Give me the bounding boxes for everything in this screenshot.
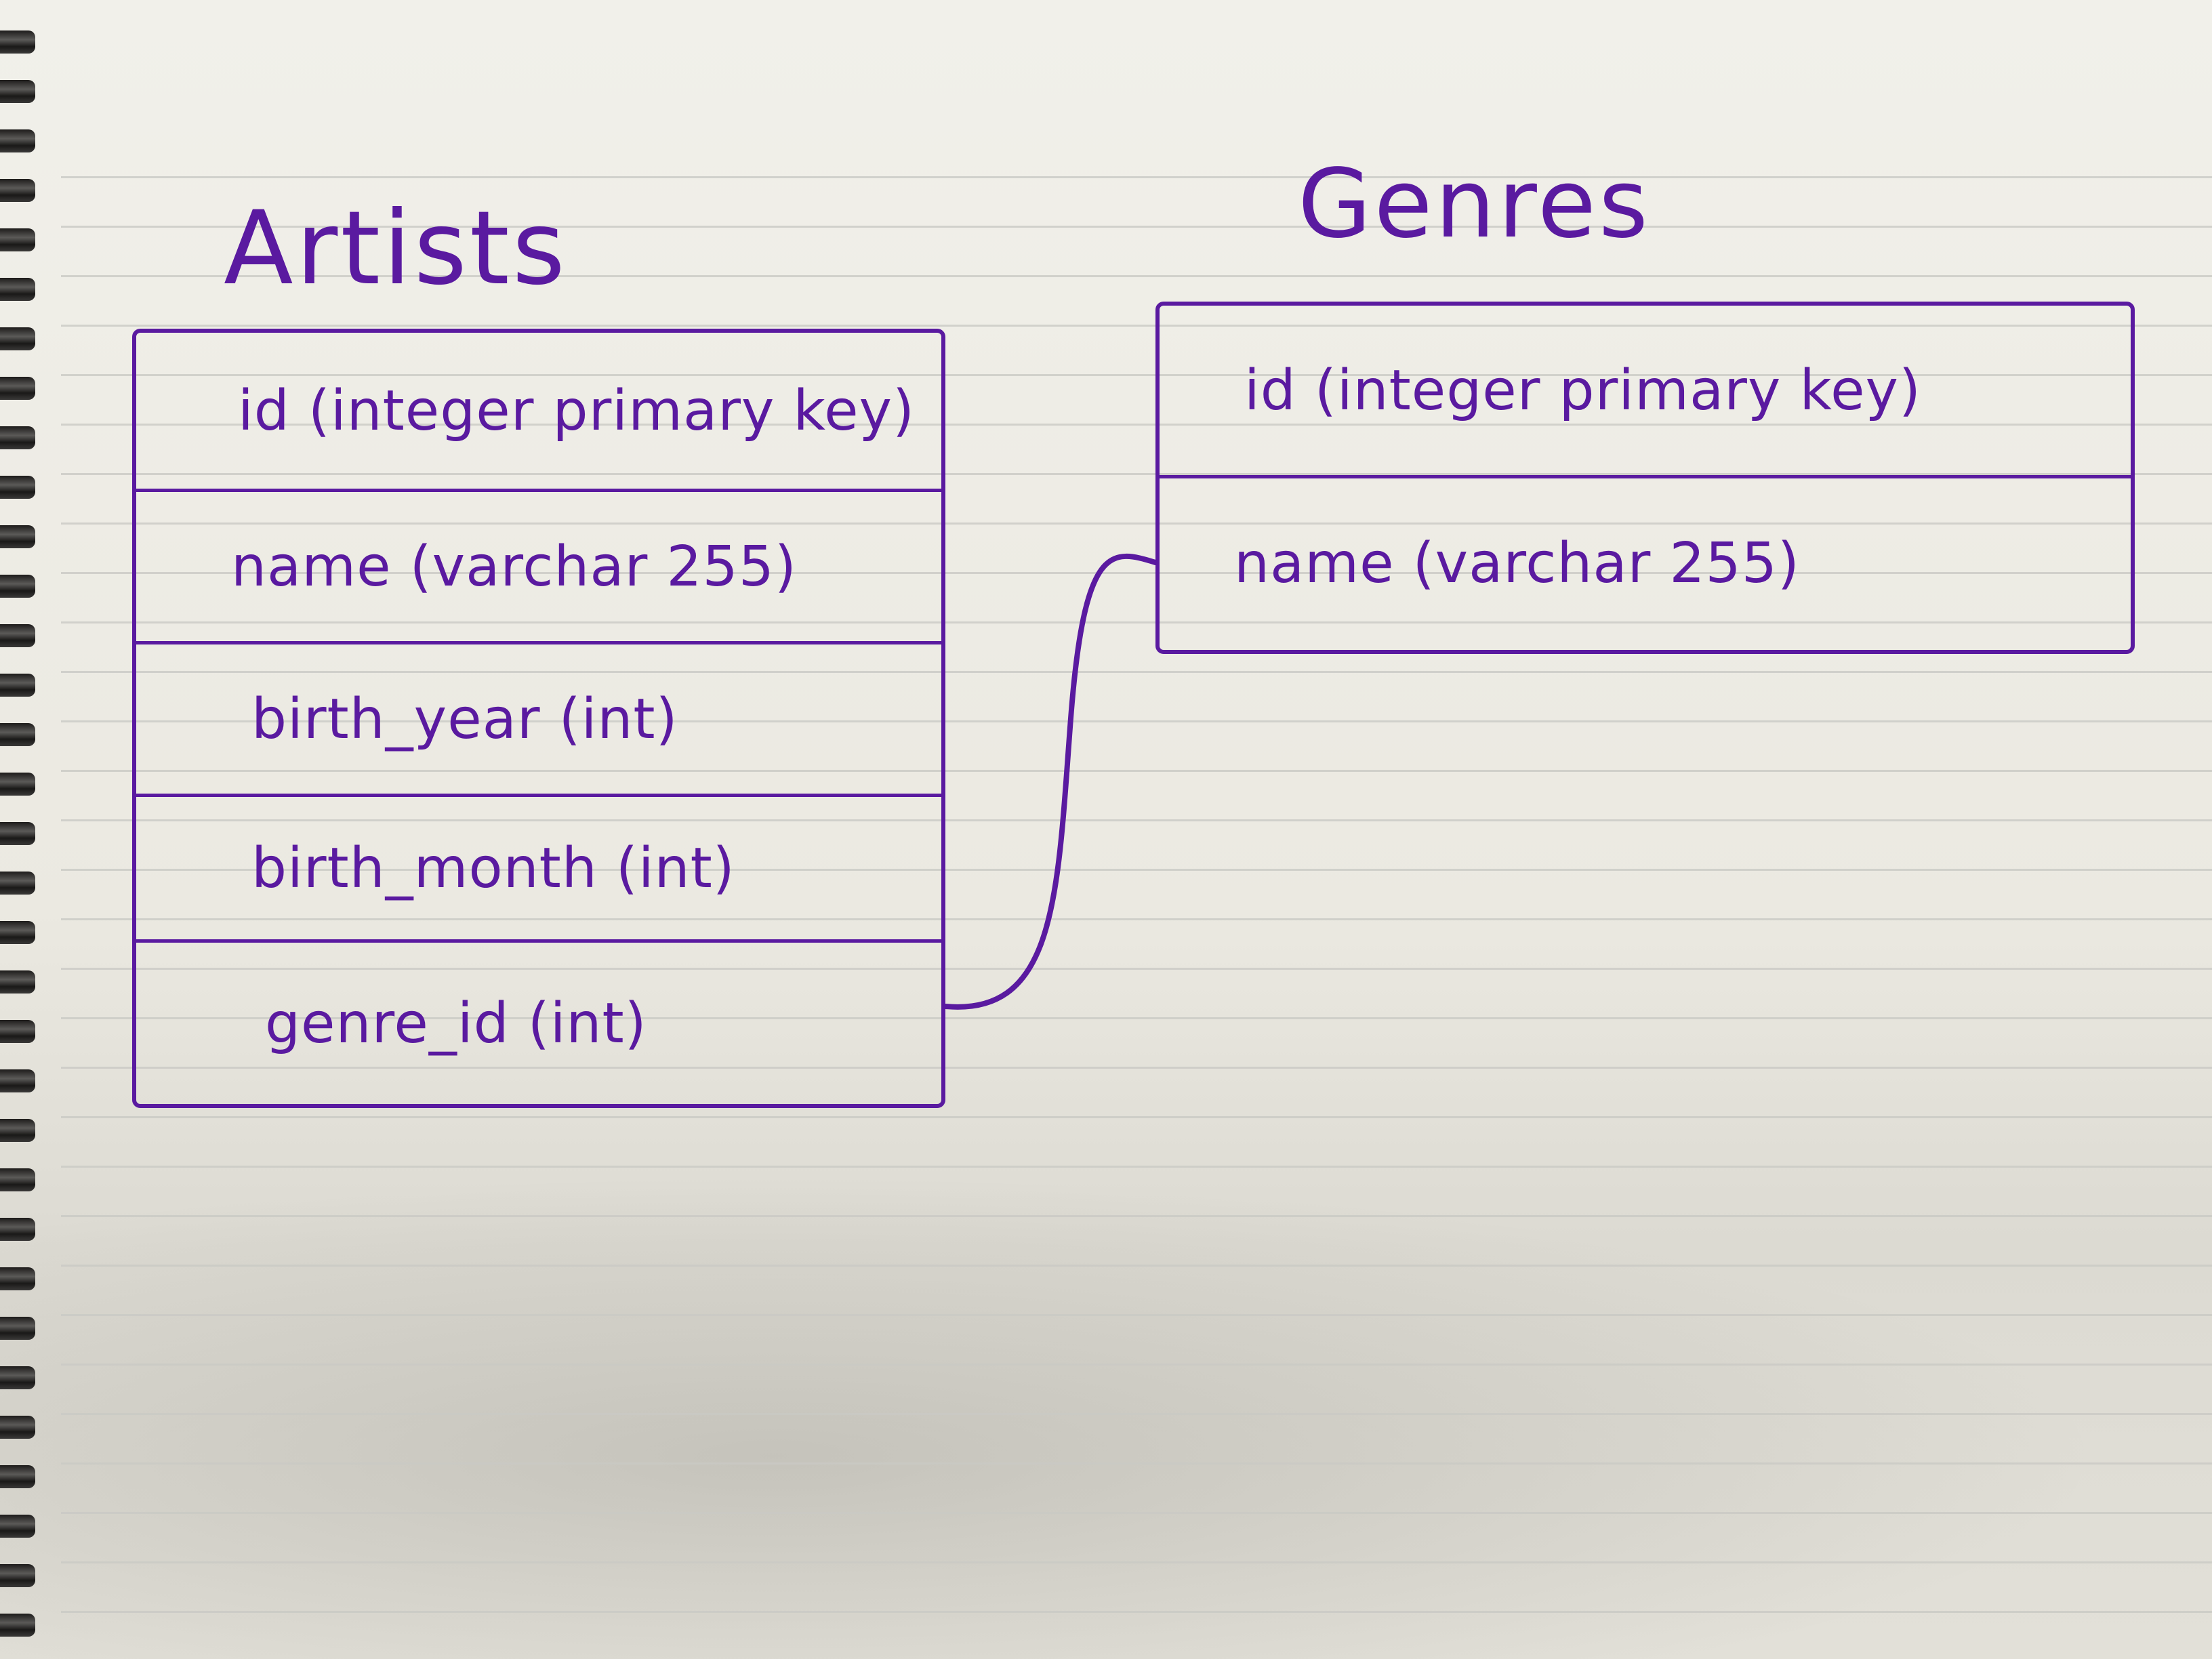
ruled-line <box>61 1611 2212 1613</box>
artists-field-genre-id: genre_id (int) <box>136 943 941 1104</box>
genres-title: Genres <box>1298 149 1651 260</box>
spiral-coil <box>0 1366 35 1389</box>
ruled-line <box>61 473 2212 475</box>
ruled-line <box>61 1215 2212 1217</box>
spiral-coil <box>0 525 35 548</box>
ruled-line <box>61 275 2212 277</box>
ruled-line <box>61 1462 2212 1465</box>
artists-field-birth-year-label: birth_year (int) <box>251 687 678 752</box>
spiral-coil <box>0 1069 35 1092</box>
artists-field-name: name (varchar 255) <box>136 492 941 644</box>
spiral-coil <box>0 921 35 944</box>
spiral-coil <box>0 872 35 895</box>
ruled-line <box>61 1067 2212 1069</box>
spiral-coil <box>0 674 35 697</box>
artists-field-genre-id-label: genre_id (int) <box>265 991 647 1056</box>
ruled-line <box>61 374 2212 376</box>
ruled-line <box>61 1561 2212 1563</box>
spiral-coil <box>0 1416 35 1439</box>
spiral-coil <box>0 80 35 103</box>
spiral-coil <box>0 179 35 202</box>
spiral-coil <box>0 575 35 598</box>
ruled-line <box>61 1166 2212 1168</box>
ruled-line <box>61 325 2212 327</box>
artists-field-id: id (integer primary key) <box>136 333 941 492</box>
spiral-coil <box>0 228 35 251</box>
ruled-line <box>61 1413 2212 1415</box>
genres-field-id: id (integer primary key) <box>1160 306 2131 478</box>
spiral-coil <box>0 1515 35 1538</box>
ruled-line <box>61 1116 2212 1118</box>
artists-field-birth-month-label: birth_month (int) <box>251 836 735 901</box>
artists-field-birth-year: birth_year (int) <box>136 644 941 797</box>
spiral-coil <box>0 1119 35 1142</box>
spiral-coil <box>0 624 35 647</box>
spiral-coil <box>0 129 35 152</box>
spiral-coil <box>0 30 35 54</box>
spiral-coil <box>0 377 35 400</box>
artists-field-birth-month: birth_month (int) <box>136 797 941 943</box>
spiral-coil <box>0 1020 35 1043</box>
ruled-line <box>61 523 2212 525</box>
genres-table: id (integer primary key) name (varchar 2… <box>1155 302 2135 654</box>
artists-field-id-label: id (integer primary key) <box>238 378 916 443</box>
ruled-line <box>61 1017 2212 1019</box>
spiral-coil <box>0 822 35 845</box>
ruled-line <box>61 424 2212 426</box>
genres-field-name-label: name (varchar 255) <box>1234 531 1800 596</box>
spiral-coil <box>0 476 35 499</box>
genres-field-name: name (varchar 255) <box>1160 478 2131 648</box>
ruled-line <box>61 226 2212 228</box>
spiral-coil <box>0 1168 35 1191</box>
spiral-coil <box>0 970 35 994</box>
ruled-line <box>61 1314 2212 1316</box>
spiral-coil <box>0 327 35 350</box>
spiral-coil <box>0 1465 35 1488</box>
spiral-coil <box>0 1218 35 1241</box>
spiral-coil <box>0 1317 35 1340</box>
spiral-coil <box>0 773 35 796</box>
artists-table: id (integer primary key) name (varchar 2… <box>132 329 945 1108</box>
ruled-line <box>61 176 2212 178</box>
spiral-coil <box>0 1267 35 1290</box>
genres-field-id-label: id (integer primary key) <box>1244 358 1922 423</box>
spiral-coil <box>0 1564 35 1587</box>
artists-field-name-label: name (varchar 255) <box>231 534 797 599</box>
artists-title: Artists <box>224 190 568 308</box>
ruled-line <box>61 1265 2212 1267</box>
ruled-line <box>61 1364 2212 1366</box>
page-shadow <box>0 1152 2212 1659</box>
spiral-coil <box>0 723 35 746</box>
spiral-coil <box>0 1614 35 1637</box>
spiral-coil <box>0 278 35 301</box>
spiral-coil <box>0 426 35 449</box>
spiral-binding <box>0 0 54 1659</box>
ruled-line <box>61 1512 2212 1514</box>
